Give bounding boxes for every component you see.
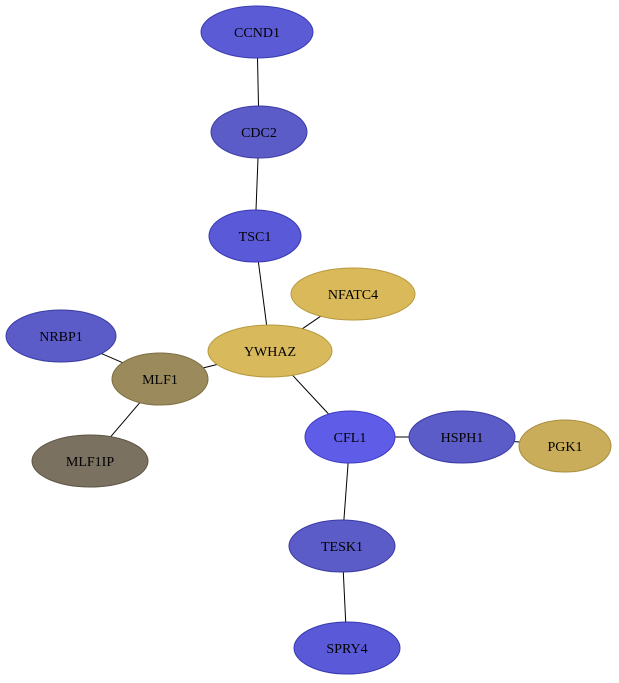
node-label: CCND1 <box>234 26 280 41</box>
edge-mlf1-mlf1ip <box>110 402 141 438</box>
edge-ywhaz-mlf1 <box>203 364 218 369</box>
node-label: PGK1 <box>547 440 582 455</box>
node-ellipse[interactable] <box>31 434 149 488</box>
edge-ccnd1-cdc2 <box>257 57 259 107</box>
edge-tesk1-spry4 <box>342 571 347 623</box>
node-mlf1[interactable]: MLF1 <box>111 352 209 406</box>
node-label: MLF1 <box>142 373 178 388</box>
node-label: TESK1 <box>321 540 363 555</box>
node-ywhaz[interactable]: YWHAZ <box>207 324 333 378</box>
edge-cfl1-tesk1 <box>343 462 349 521</box>
node-ellipse[interactable] <box>408 410 516 464</box>
node-ccnd1[interactable]: CCND1 <box>200 5 314 59</box>
node-nfatc4[interactable]: NFATC4 <box>290 267 416 321</box>
node-label: HSPH1 <box>441 431 484 446</box>
edge-ywhaz-cfl1 <box>292 374 330 415</box>
node-label: YWHAZ <box>244 345 296 360</box>
node-ellipse[interactable] <box>290 267 416 321</box>
node-ellipse[interactable] <box>288 519 396 573</box>
node-tsc1[interactable]: TSC1 <box>208 209 302 263</box>
node-hsph1[interactable]: HSPH1 <box>408 410 516 464</box>
node-label: NFATC4 <box>328 288 378 303</box>
node-mlf1ip[interactable]: MLF1IP <box>31 434 149 488</box>
node-ellipse[interactable] <box>207 324 333 378</box>
node-ellipse[interactable] <box>111 352 209 406</box>
node-label: NRBP1 <box>39 330 83 345</box>
node-spry4[interactable]: SPRY4 <box>293 621 401 675</box>
edges-layer <box>101 57 520 623</box>
node-label: CDC2 <box>241 126 277 141</box>
node-ellipse[interactable] <box>5 309 117 363</box>
node-label: SPRY4 <box>326 642 367 657</box>
node-ellipse[interactable] <box>208 209 302 263</box>
node-pgk1[interactable]: PGK1 <box>518 419 612 473</box>
node-ellipse[interactable] <box>200 5 314 59</box>
node-tesk1[interactable]: TESK1 <box>288 519 396 573</box>
node-ellipse[interactable] <box>518 419 612 473</box>
edge-tsc1-ywhaz <box>257 261 268 326</box>
edge-cdc2-tsc1 <box>255 157 259 211</box>
node-cdc2[interactable]: CDC2 <box>210 105 308 159</box>
edge-nfatc4-ywhaz <box>302 315 321 330</box>
edge-nrbp1-mlf1 <box>101 353 123 364</box>
node-ellipse[interactable] <box>304 410 396 464</box>
node-ellipse[interactable] <box>210 105 308 159</box>
node-label: CFL1 <box>334 431 367 446</box>
node-nrbp1[interactable]: NRBP1 <box>5 309 117 363</box>
node-cfl1[interactable]: CFL1 <box>304 410 396 464</box>
node-label: MLF1IP <box>66 455 114 470</box>
node-ellipse[interactable] <box>293 621 401 675</box>
node-label: TSC1 <box>239 230 272 245</box>
